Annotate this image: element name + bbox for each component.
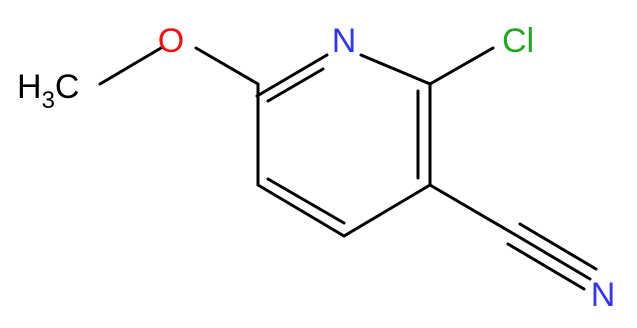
bond-n1-c6-inner	[266, 67, 325, 103]
bond-c5-c4-inner	[266, 177, 346, 225]
bond-c2-cl	[428, 46, 495, 86]
methyl-carbon: C	[55, 68, 80, 106]
methyl-group-label: H3C	[17, 68, 79, 114]
triple-bond-lower	[506, 242, 586, 291]
bond-c6-o	[194, 46, 260, 86]
triple-bond-upper	[518, 222, 598, 271]
nitrile-nitrogen-label: N	[591, 276, 616, 314]
bond-c5-c4	[256, 183, 346, 238]
ring-nitrogen-label: N	[332, 22, 357, 60]
atom-labels: N Cl O N H3C	[17, 22, 615, 314]
bonds	[98, 46, 598, 291]
triple-bond-center	[512, 232, 592, 281]
oxygen-label: O	[158, 22, 184, 60]
bond-c2-n1	[359, 53, 432, 86]
bond-c4-c3	[342, 183, 432, 238]
chlorine-label: Cl	[502, 22, 534, 60]
methyl-subscript: 3	[42, 87, 55, 114]
methyl-hydrogen: H	[17, 68, 42, 106]
bond-n1-c6	[255, 53, 329, 98]
bond-o-ch3	[98, 46, 163, 86]
bond-c3-cn	[428, 183, 516, 236]
